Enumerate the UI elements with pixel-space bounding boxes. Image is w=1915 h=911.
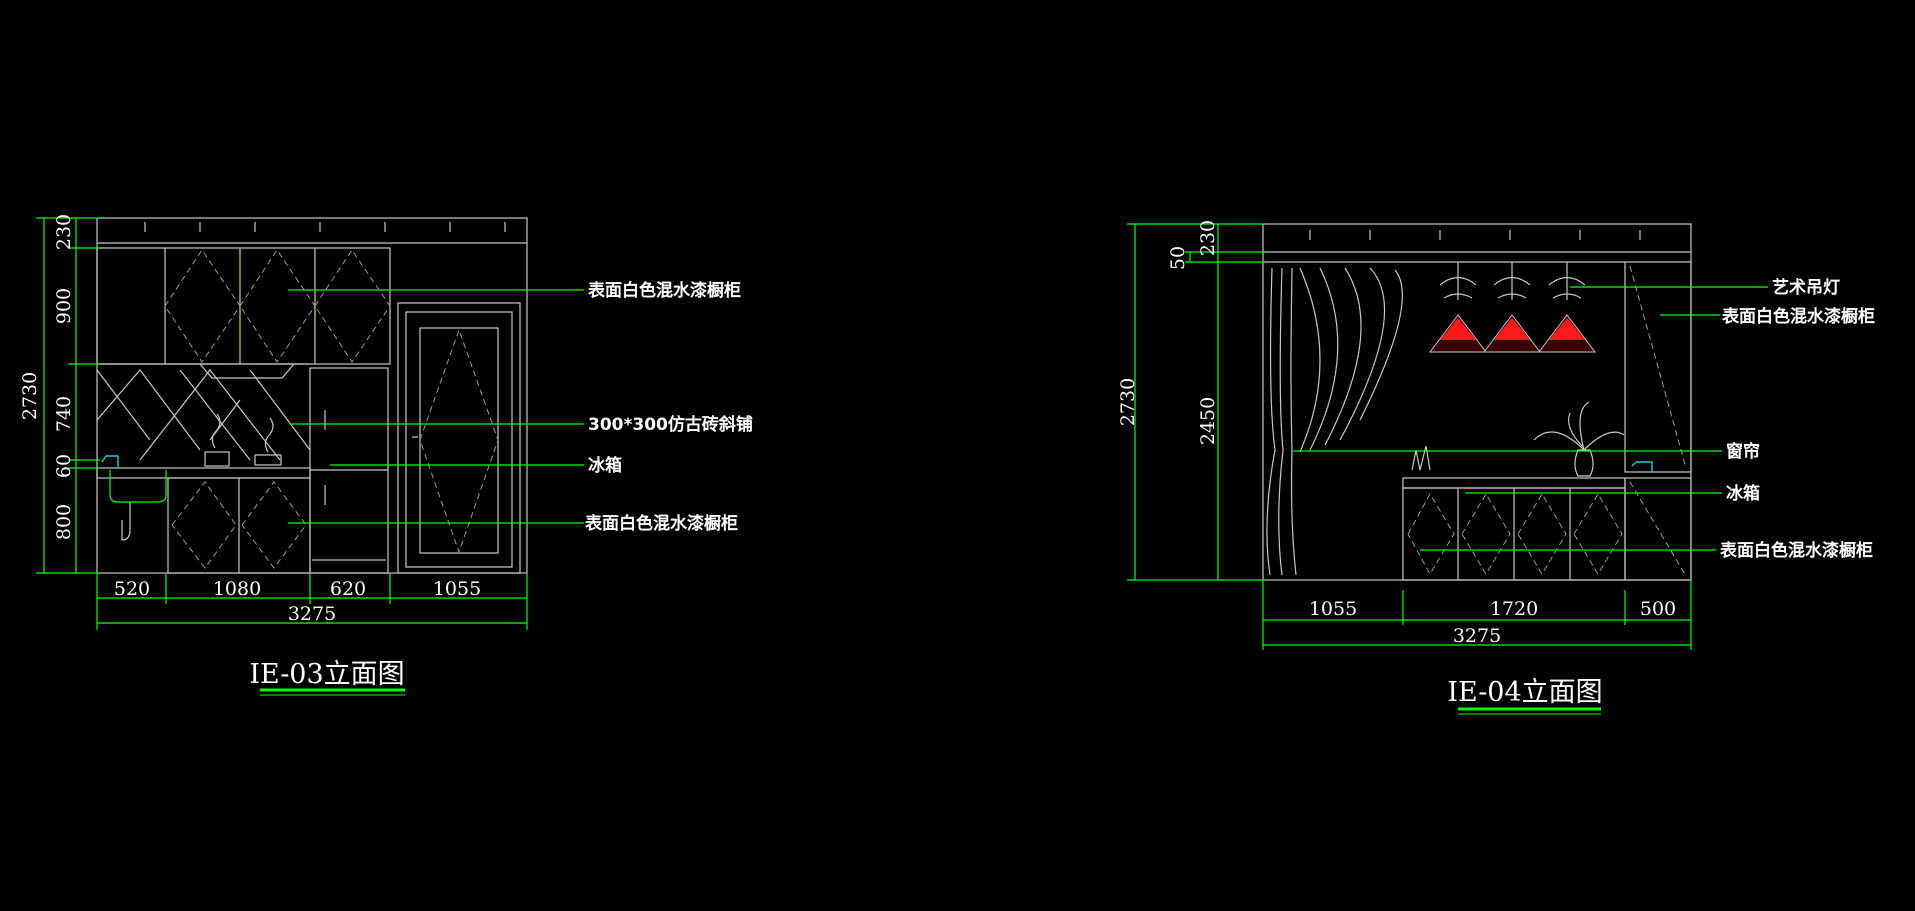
ie04-note-fridge: 冰箱 bbox=[1726, 483, 1760, 504]
ie04-wall-outline bbox=[1262, 223, 1692, 581]
ie03-wall-outline bbox=[96, 217, 528, 574]
ie04-note-cabinet-lower: 表面白色混水漆橱柜 bbox=[1720, 540, 1873, 561]
ie04-crown-hooks bbox=[1309, 230, 1641, 240]
ie03-view-title: IE-03立面图 bbox=[249, 659, 404, 690]
ie04-note-curtain: 窗帘 bbox=[1726, 441, 1760, 462]
ie03-dim-w-1: 520 bbox=[114, 578, 150, 600]
ie03-dim-w-total: 3275 bbox=[288, 603, 336, 625]
ie03-leaders bbox=[288, 289, 584, 524]
ie04-dim-w-total: 3275 bbox=[1453, 625, 1501, 647]
ie04-note-cabinet-upper: 表面白色混水漆橱柜 bbox=[1722, 306, 1875, 327]
ie04-elevation: 50 230 2450 2730 1055 1720 500 3275 艺术吊灯 bbox=[1117, 220, 1875, 715]
ie03-elevation: 230 900 740 60 800 2730 520 1080 620 105… bbox=[19, 214, 753, 696]
ie04-dim-w-1: 1055 bbox=[1309, 598, 1357, 620]
ie03-upper-cabinets bbox=[96, 247, 391, 365]
ie03-sink bbox=[101, 455, 167, 541]
ie03-countertop bbox=[96, 467, 311, 479]
ie04-dim-w-2: 1720 bbox=[1490, 598, 1538, 620]
ie04-curtain bbox=[1266, 267, 1403, 576]
ie04-dim-h-1: 50 bbox=[1167, 246, 1189, 270]
ie04-plant-vase bbox=[1411, 401, 1625, 477]
ie03-dim-h-total: 2730 bbox=[19, 372, 41, 420]
ie03-fridge bbox=[309, 367, 389, 574]
ie03-door bbox=[397, 302, 521, 574]
ie04-view-title: IE-04立面图 bbox=[1447, 677, 1602, 708]
ie03-height-dimensions: 230 900 740 60 800 2730 bbox=[19, 214, 100, 574]
ie04-dim-h-total: 2730 bbox=[1117, 378, 1139, 426]
ie03-note-upper-cabinet: 表面白色混水漆橱柜 bbox=[588, 280, 741, 301]
ie04-dim-h-2: 230 bbox=[1197, 220, 1219, 256]
ie03-dim-h-2: 900 bbox=[53, 288, 75, 324]
ie03-lower-cabinets bbox=[167, 477, 311, 574]
ie03-width-dimensions: 520 1080 620 1055 3275 bbox=[96, 573, 528, 630]
ie03-crown-hooks bbox=[144, 222, 506, 232]
ie04-tall-cabinet bbox=[1624, 261, 1692, 581]
ie03-dim-w-2: 1080 bbox=[213, 578, 261, 600]
ie03-tile-backsplash bbox=[96, 363, 311, 461]
ie04-leaders bbox=[1293, 286, 1768, 551]
ie03-dim-w-4: 1055 bbox=[433, 578, 481, 600]
ie03-dim-h-4: 60 bbox=[53, 454, 75, 478]
ie04-note-pendant: 艺术吊灯 bbox=[1772, 277, 1840, 298]
ie03-cooktop-pots bbox=[204, 413, 282, 467]
ie03-note-tile: 300*300仿古砖斜铺 bbox=[588, 414, 753, 435]
ie03-dim-h-5: 800 bbox=[53, 504, 75, 540]
ie03-dim-w-3: 620 bbox=[330, 578, 366, 600]
ie04-width-dimensions: 1055 1720 500 3275 bbox=[1262, 580, 1692, 650]
ie04-dim-h-3: 2450 bbox=[1197, 397, 1219, 445]
ie04-pendant-lamps bbox=[1428, 262, 1597, 353]
ie04-dim-w-3: 500 bbox=[1640, 598, 1676, 620]
ie03-dim-h-1: 230 bbox=[53, 214, 75, 250]
ie03-dim-h-3: 740 bbox=[53, 396, 75, 432]
ie03-note-fridge: 冰箱 bbox=[588, 455, 622, 476]
ie04-height-dimensions: 50 230 2450 2730 bbox=[1117, 220, 1265, 581]
ie03-note-lower-cabinet: 表面白色混水漆橱柜 bbox=[585, 513, 738, 534]
ie03-range-hood bbox=[199, 363, 295, 379]
